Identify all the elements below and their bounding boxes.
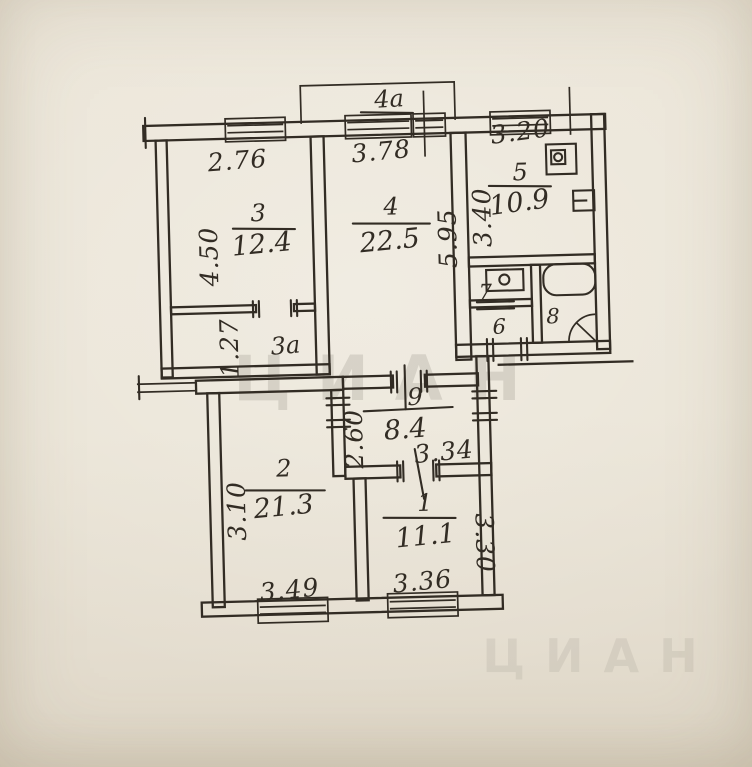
dim-hall-height: 2.60	[339, 409, 370, 470]
wall-end-tick	[143, 116, 147, 149]
dim-room5-height: 3.40	[467, 187, 498, 247]
wall-segment	[341, 374, 395, 391]
leader-hall9	[403, 364, 407, 411]
leader-room1	[413, 447, 426, 500]
window-room3	[224, 116, 287, 143]
wall-segment	[352, 477, 370, 602]
balcony-door-room4	[412, 112, 447, 138]
wall-end-tick	[137, 375, 141, 401]
dim-hall-width: 3.34	[413, 434, 475, 469]
wall-extension-line	[136, 381, 196, 386]
kitchen-sink-icon	[571, 189, 596, 212]
entrance-door	[471, 389, 499, 422]
wall-segment	[169, 303, 258, 316]
wall-segment	[309, 135, 331, 376]
underline-room3	[231, 227, 296, 231]
underline-room1	[382, 516, 457, 520]
room1-number: 1	[417, 489, 433, 517]
balcony-divider-leader	[422, 90, 426, 157]
wall-segment	[344, 464, 402, 481]
room2-number: 2	[275, 454, 292, 482]
door-room3-room3a	[251, 298, 299, 319]
wall-segment	[468, 297, 534, 309]
room7-number: 7	[478, 280, 493, 304]
window-room4	[344, 113, 413, 140]
dim-room4-width: 3.78	[350, 134, 412, 169]
wall-segment	[434, 461, 493, 478]
dimension-labels: 2.76 3.78 3.20 4.50 1.27 5.95 3.40 2.60 …	[194, 113, 552, 607]
windows	[224, 109, 552, 625]
label-leaders	[231, 111, 552, 520]
door-hall-top	[389, 369, 429, 394]
window-room1	[386, 591, 459, 619]
room5-area: 10.9	[488, 183, 552, 222]
dim-room1-height: 3.30	[469, 513, 500, 573]
hall9-number: 9	[407, 383, 423, 411]
interior-walls	[169, 131, 597, 602]
room2-area: 21.3	[251, 489, 315, 526]
wall-segment	[200, 593, 505, 618]
underline-hall9	[362, 405, 454, 413]
dim-room2-width: 3.49	[258, 572, 320, 607]
wall-segment	[449, 131, 473, 362]
door-room6-hall	[485, 336, 529, 363]
window-room2	[256, 596, 330, 625]
wall-segment	[423, 372, 480, 388]
wall-segment	[292, 302, 317, 313]
room3-area: 12.4	[230, 226, 293, 263]
door-room7-room6	[475, 300, 516, 311]
underline-room2	[244, 489, 326, 492]
balcony-outline	[299, 80, 572, 157]
watermark-bottom-right: ЦИАН	[482, 629, 717, 683]
dim-leader-right	[568, 86, 572, 135]
window-room5	[489, 109, 552, 136]
wall-segment	[329, 388, 347, 478]
room6-number: 6	[492, 315, 506, 339]
room4-number: 4	[382, 192, 399, 220]
stove-icon	[544, 142, 578, 176]
stair-landing-line	[497, 360, 634, 366]
washbasin-icon	[485, 268, 525, 293]
door-arc-room8	[568, 313, 597, 342]
dim-room4-height: 5.95	[432, 208, 463, 268]
room8-number: 8	[546, 304, 560, 328]
fixtures	[485, 142, 597, 297]
dim-room2-height: 3.10	[222, 481, 253, 541]
room1-area: 11.1	[394, 518, 457, 555]
underline-room5	[487, 184, 552, 188]
wall-segment	[154, 139, 174, 379]
wall-extension-line	[137, 389, 197, 394]
dim-room3-width: 2.76	[206, 144, 269, 178]
room3-number: 3	[250, 199, 266, 227]
bathtub-icon	[542, 262, 597, 297]
room4-area: 22.5	[357, 223, 421, 260]
underline-room4a	[359, 111, 414, 114]
wall-segment	[589, 112, 612, 351]
room4a-number: 4a	[372, 84, 404, 114]
room-labels: 4a 3 12.4 4 22.5 5 10.9 3a 7 6 8 9 8.4 2…	[230, 84, 560, 555]
door-room2-hall	[325, 396, 352, 429]
underline-room4	[351, 222, 431, 225]
dim-room1-width: 3.36	[391, 564, 453, 599]
wall-segment	[206, 391, 226, 609]
door-hall-room1	[396, 459, 441, 483]
dim-room3-height: 4.50	[194, 226, 225, 287]
room3a-number: 3a	[269, 330, 301, 360]
room5-number: 5	[512, 158, 528, 186]
door-marks	[251, 298, 597, 483]
hall9-area: 8.4	[383, 413, 428, 447]
dim-room3a-height: 1.27	[214, 318, 245, 378]
